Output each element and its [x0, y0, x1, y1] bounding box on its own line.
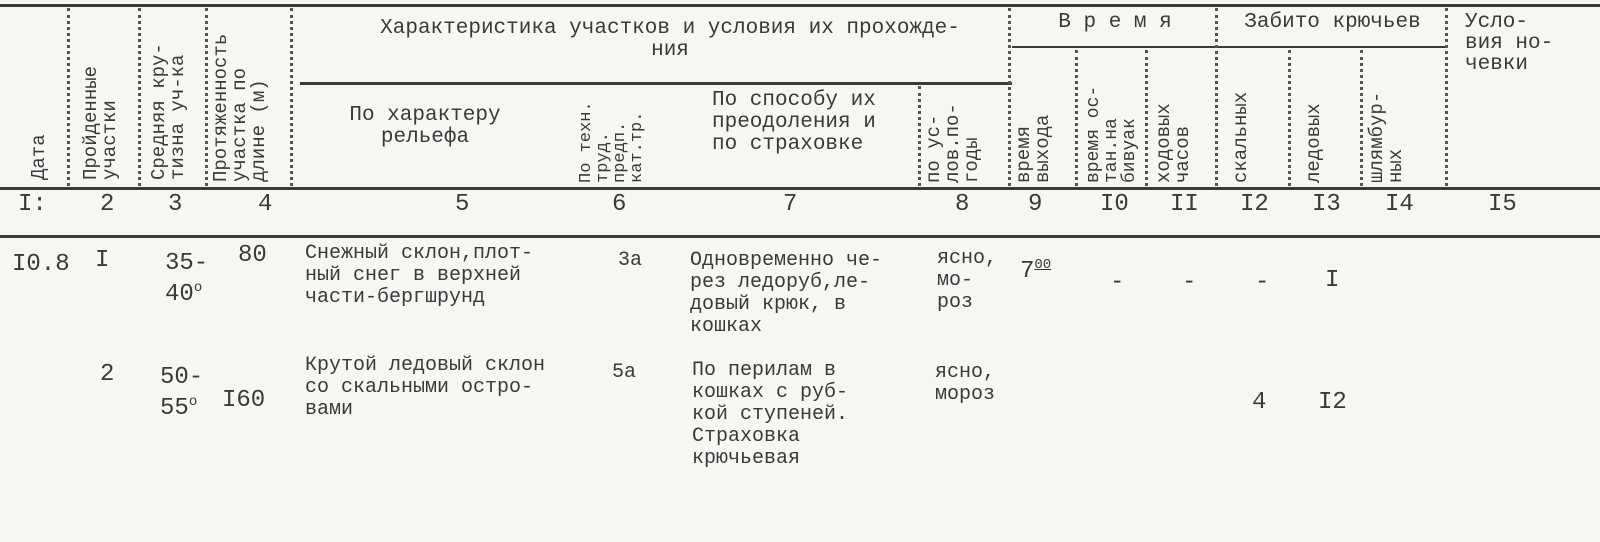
divider — [67, 8, 70, 186]
header-bottom-rule — [0, 187, 1600, 190]
colnum: I3 — [1312, 191, 1341, 218]
colnum: 6 — [612, 191, 627, 218]
divider — [1215, 8, 1218, 186]
colnum: 8 — [955, 191, 970, 218]
header-method: По способу их преодоления и по страховке — [712, 89, 876, 157]
header-moving-hours: ходовых часов — [1153, 103, 1194, 183]
departure-time: 700 — [1020, 257, 1052, 285]
colnum: 7 — [783, 191, 798, 218]
colnum: I2 — [1240, 191, 1269, 218]
colnum: I5 — [1488, 191, 1517, 218]
rock-pitons: - — [1255, 269, 1270, 296]
colnum: I4 — [1385, 191, 1414, 218]
header-sections: Пройденные участки — [80, 65, 121, 180]
colnum: 4 — [258, 191, 273, 218]
colnum: 3 — [168, 191, 183, 218]
steepness: 50- 55о — [160, 364, 204, 423]
length: 80 — [238, 242, 267, 269]
colnum: 2 — [100, 191, 115, 218]
divider — [1075, 50, 1078, 186]
colnum: 9 — [1028, 191, 1043, 218]
header-length: Протяженность участка по длине (м) — [210, 33, 270, 182]
weather: ясно, мо- роз — [937, 247, 998, 314]
header-bolt-pitons: шлямбур- ных — [1366, 91, 1407, 183]
section: I — [95, 247, 110, 274]
colnum: I0 — [1100, 191, 1129, 218]
divider — [1445, 8, 1448, 186]
header-group-characteristics: Характеристика участков и условия их про… — [380, 17, 960, 63]
divider — [1360, 50, 1363, 186]
date: I0.8 — [12, 251, 70, 278]
header-category: По техн. труд. предп. кат.тр. — [577, 101, 647, 183]
header-group-time: В р е м я — [1058, 11, 1172, 34]
header-rock-pitons: скальных — [1230, 91, 1252, 183]
moving-hours: - — [1182, 269, 1197, 296]
colnum: I: — [18, 191, 47, 218]
length: I60 — [222, 387, 266, 414]
divider — [918, 86, 921, 186]
category: 3а — [618, 249, 643, 272]
rock-pitons: 4 — [1252, 389, 1267, 416]
numbers-bottom-rule — [0, 235, 1600, 238]
divider — [205, 8, 208, 186]
stop-time: - — [1110, 269, 1125, 296]
header-departure: время выхода — [1013, 114, 1054, 183]
category: 5а — [612, 361, 637, 384]
method: По перилам в кошках с руб- кой ступеней.… — [692, 359, 849, 470]
divider — [290, 8, 293, 186]
relief: Снежный склон,плот- ный снег в верхней ч… — [305, 242, 534, 309]
steepness: 35- 40о — [165, 250, 209, 309]
weather: ясно, мороз — [935, 361, 996, 406]
method: Одновременно че- рез ледоруб,ле- довый к… — [690, 249, 883, 338]
relief: Крутой ледовый склон со скальными остро-… — [305, 354, 546, 421]
header-group-pitons: Забито крючьев — [1244, 11, 1421, 34]
ice-pitons: I2 — [1318, 389, 1347, 416]
header-overnight: Усло- вия но- чевки — [1465, 11, 1554, 76]
colnum: 5 — [455, 191, 470, 218]
time-pitons-rule — [1012, 46, 1445, 48]
divider — [1008, 8, 1011, 186]
top-rule — [0, 4, 1600, 7]
divider — [1145, 50, 1148, 186]
header-ice-pitons: ледовых — [1303, 103, 1325, 183]
header-date: Дата — [28, 134, 50, 180]
divider — [1288, 50, 1291, 186]
header-relief: По характеру рельефа — [349, 104, 501, 150]
header-weather: по ус- лов.по- годы — [923, 103, 983, 183]
header-stop-time: время ос- тан.на бивуак — [1084, 85, 1140, 183]
ice-pitons: I — [1325, 267, 1340, 294]
subheader-rule — [300, 82, 1012, 85]
header-steepness: Средняя кру- тизна уч-ка — [148, 43, 189, 180]
section: 2 — [100, 361, 115, 388]
colnum: II — [1170, 191, 1199, 218]
divider — [138, 8, 141, 186]
